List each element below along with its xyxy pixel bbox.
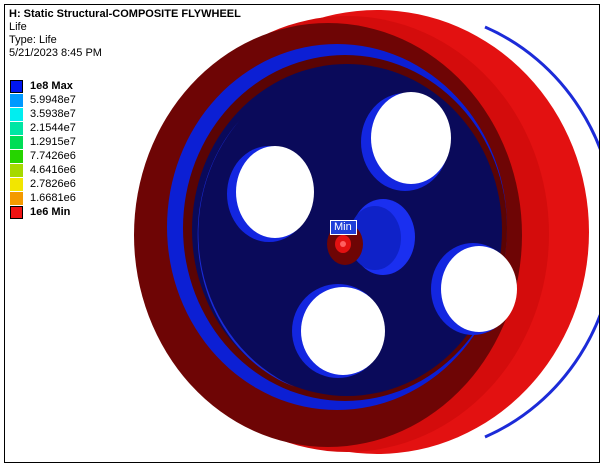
legend-swatch <box>10 108 23 121</box>
legend-label: 2.1544e7 <box>30 122 76 134</box>
legend-swatch <box>10 80 23 93</box>
hole-top <box>361 92 451 191</box>
legend-label: 5.9948e7 <box>30 94 76 106</box>
rim-edge-highlight <box>484 25 599 439</box>
result-type: Type: Life <box>9 34 57 46</box>
legend-swatch <box>10 94 23 107</box>
legend-label: 4.6416e6 <box>30 164 76 176</box>
legend-swatch <box>10 150 23 163</box>
legend-label: 1e8 Max <box>30 80 73 92</box>
result-name: Life <box>9 21 27 33</box>
legend-swatch <box>10 122 23 135</box>
graphics-viewport[interactable]: H: Static Structural-COMPOSITE FLYWHEEL … <box>4 4 600 463</box>
legend-label: 1.6681e6 <box>30 192 76 204</box>
legend-swatch <box>10 136 23 149</box>
flywheel-model[interactable] <box>5 5 599 462</box>
legend-label: 2.7826e6 <box>30 178 76 190</box>
legend-label: 1e6 Min <box>30 206 71 218</box>
legend-label: 3.5938e7 <box>30 108 76 120</box>
legend-swatch <box>10 178 23 191</box>
hole-bottom <box>292 284 385 378</box>
legend-label: 1.2915e7 <box>30 136 76 148</box>
hole-left <box>227 146 314 242</box>
legend-swatch <box>10 192 23 205</box>
result-header: H: Static Structural-COMPOSITE FLYWHEEL … <box>9 8 241 60</box>
result-timestamp: 5/21/2023 8:45 PM <box>9 47 102 59</box>
min-probe-label[interactable]: Min <box>330 220 357 235</box>
hole-right <box>431 243 517 335</box>
analysis-title: H: Static Structural-COMPOSITE FLYWHEEL <box>9 8 241 20</box>
legend-swatch <box>10 206 23 219</box>
legend-swatch <box>10 164 23 177</box>
legend-label: 7.7426e6 <box>30 150 76 162</box>
